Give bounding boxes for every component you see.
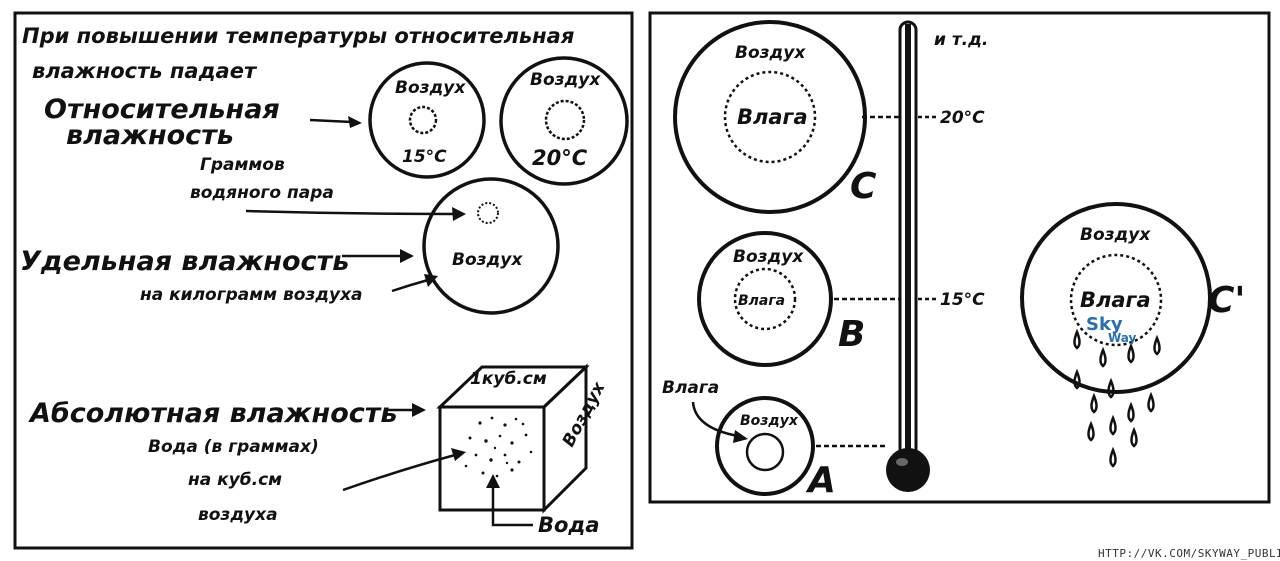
relative-arrowhead <box>348 116 362 128</box>
specific-vapour-dot <box>477 202 499 224</box>
circle-a-air-label: Воздух <box>740 413 799 429</box>
circle-b-air <box>697 231 833 367</box>
circle-b-letter: B <box>838 314 865 355</box>
circle-a-moisture-label: Влага <box>662 378 719 398</box>
circle-b-moisture-label: Влага <box>738 293 785 309</box>
specific-humidity-label: Удельная влажность <box>20 246 349 277</box>
circle-a-moisture <box>745 432 785 472</box>
raindrops <box>1073 328 1161 468</box>
water-grams-arrowhead <box>451 448 466 461</box>
water-pointer-arrowhead <box>486 474 500 488</box>
water-grams-label-3: воздуха <box>198 505 278 525</box>
per-kg-arrowhead <box>424 274 438 287</box>
thermometer-bulb <box>886 448 930 492</box>
circle-a-letter: A <box>805 460 836 501</box>
header-line-2: влажность падает <box>32 59 258 83</box>
relative-arrow <box>309 118 353 124</box>
cube-volume-label: 1куб.см <box>470 369 547 389</box>
footer-url: HTTP://VK.COM/SKYWAY_PUBLIC <box>1098 547 1280 560</box>
circle-c-prime-letter: C' <box>1208 280 1245 321</box>
circle-c-prime-moisture <box>1069 253 1163 347</box>
per-kg-label: на килограмм воздуха <box>140 285 363 305</box>
left-panel-frame <box>13 11 634 550</box>
water-pointer-label: Вода <box>538 513 600 537</box>
grams-arrow <box>245 209 456 216</box>
air-20c-label: Воздух <box>530 70 601 90</box>
thermometer-bulb-glare <box>896 458 908 466</box>
specific-air-circle <box>422 177 560 315</box>
water-grams-label-2: на куб.см <box>188 470 282 490</box>
temp-20c-label: 20°C <box>532 146 588 170</box>
relative-label-2: влажность <box>66 120 234 151</box>
air-15c-label: Воздух <box>395 78 466 98</box>
right-panel-frame <box>648 11 1271 504</box>
moisture-dot-20c <box>544 99 586 141</box>
temp-20c-tick-label: 20°C <box>940 108 985 128</box>
circle-c-prime-air-label: Воздух <box>1080 225 1151 245</box>
grams-label-1: Граммов <box>200 155 285 175</box>
cube-side-air-label: Воздух <box>559 378 610 450</box>
circle-c-letter: C <box>850 166 877 207</box>
circle-b-moisture <box>733 267 797 331</box>
circle-c-moisture-label: Влага <box>737 105 808 129</box>
grams-label-2: водяного пара <box>190 183 334 203</box>
logo-way-text: Way <box>1108 331 1137 345</box>
circle-c-prime-air <box>1020 202 1212 394</box>
air-cube <box>436 363 590 514</box>
thermometer-mercury <box>905 24 911 464</box>
air-circle-20c <box>499 56 629 186</box>
water-grams-arrow <box>342 453 456 492</box>
grams-arrowhead <box>452 207 466 221</box>
air-circle-15c <box>368 61 486 179</box>
temp-15c-label: 15°C <box>402 147 447 167</box>
water-particles <box>464 416 533 478</box>
per-kg-arrow <box>391 278 429 293</box>
moisture-dot-15c <box>408 105 438 135</box>
circle-c-moisture <box>723 70 817 164</box>
circle-a-air <box>715 396 815 496</box>
etc-label: и т.д. <box>934 30 988 50</box>
specific-arrowhead <box>400 249 414 263</box>
water-grams-label-1: Вода (в граммах) <box>148 437 319 457</box>
circle-a-moisture-arrow <box>691 401 739 438</box>
header-line-1: При повышении температуры относительная <box>22 24 574 48</box>
specific-air-label: Воздух <box>452 250 523 270</box>
water-pointer-line <box>491 485 533 527</box>
circle-a-moisture-arrowhead <box>733 430 748 443</box>
logo-sky-text: Sky <box>1086 314 1123 335</box>
absolute-arrowhead <box>412 403 426 417</box>
skyway-logo: Sky Way <box>1086 314 1137 345</box>
temp-15c-tick-label: 15°C <box>940 290 985 310</box>
relative-label-1: Относительная <box>44 94 280 125</box>
circle-c-prime-moisture-label: Влага <box>1080 288 1151 312</box>
absolute-humidity-label: Абсолютная влажность <box>28 398 397 429</box>
circle-c-air-label: Воздух <box>735 43 806 63</box>
circle-b-air-label: Воздух <box>733 247 804 267</box>
